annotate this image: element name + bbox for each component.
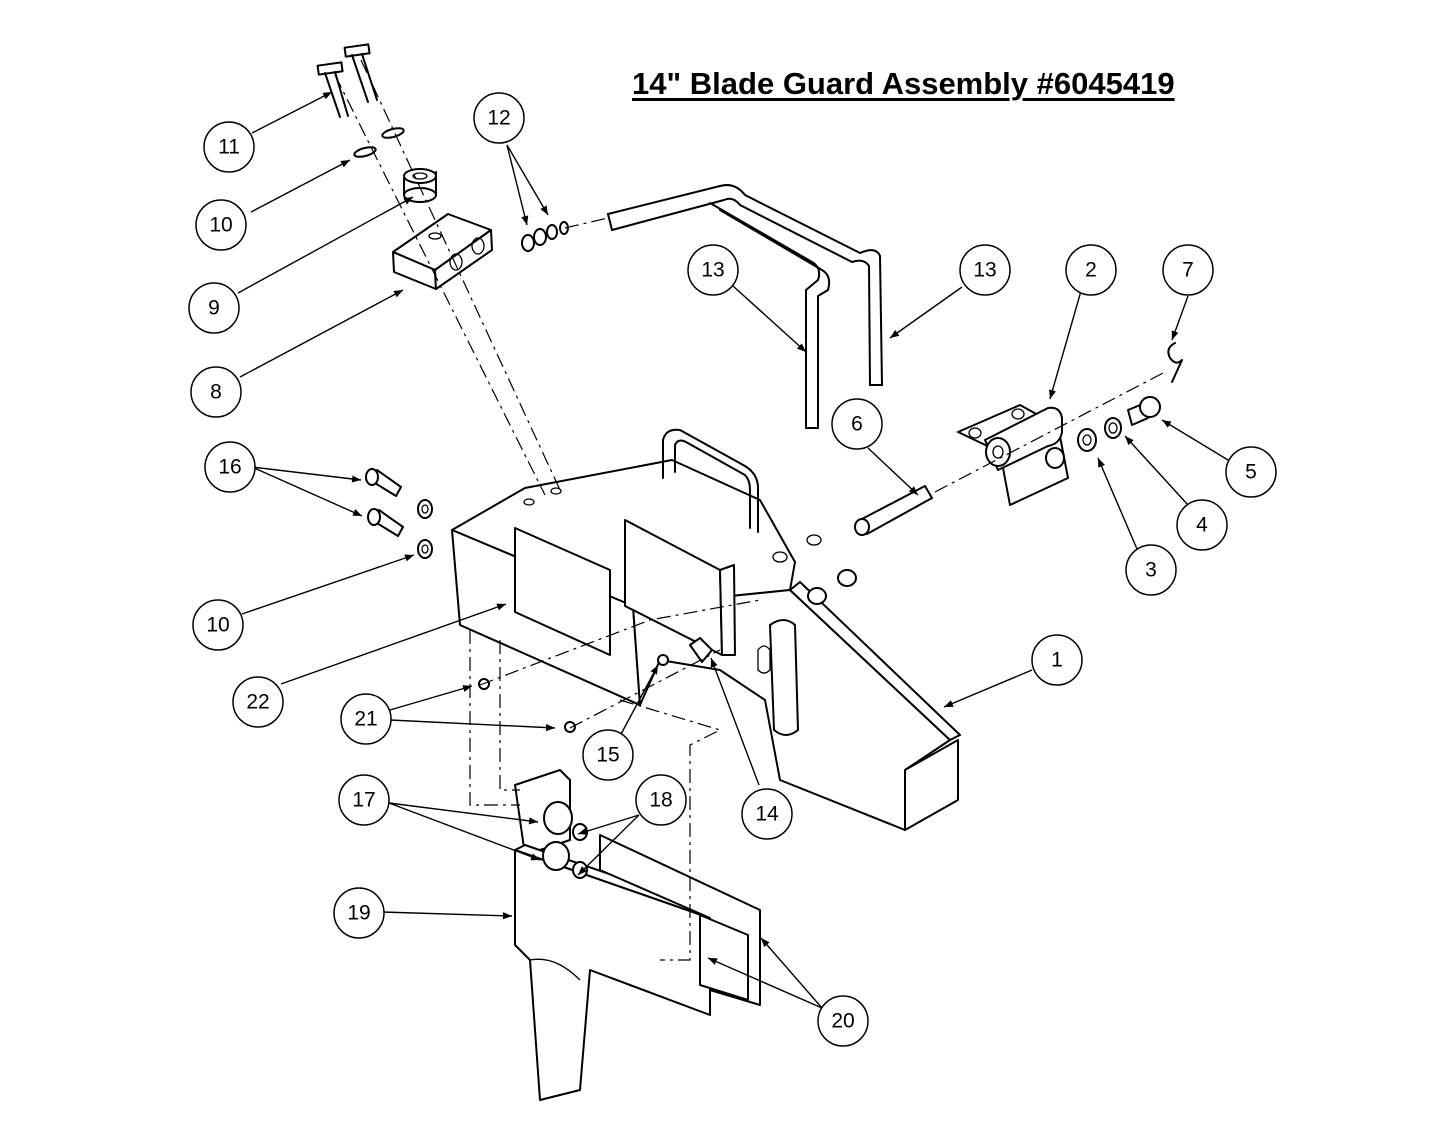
bolt-11-parts: [316, 43, 378, 118]
svg-text:5: 5: [1245, 461, 1257, 484]
svg-text:7: 7: [1182, 259, 1194, 282]
callout-2: 2: [1065, 244, 1117, 296]
callout-10-upper: 10: [195, 199, 247, 251]
svg-text:9: 9: [208, 297, 220, 320]
callout-15: 15: [582, 729, 634, 781]
svg-text:8: 8: [210, 381, 222, 404]
svg-text:10: 10: [206, 614, 229, 637]
svg-text:16: 16: [218, 456, 241, 479]
diagram-title: 14" Blade Guard Assembly #6045419: [632, 66, 1175, 101]
bolt-5: [1127, 396, 1161, 426]
callout-1: 1: [1031, 634, 1083, 686]
callout-4: 4: [1176, 499, 1228, 551]
svg-text:1: 1: [1051, 649, 1063, 672]
clip-7: [1167, 342, 1183, 383]
callout-20: 20: [817, 995, 869, 1047]
svg-text:18: 18: [649, 789, 672, 812]
callout-19: 19: [333, 887, 385, 939]
washers-3-4: [1077, 417, 1122, 452]
svg-text:3: 3: [1145, 559, 1157, 582]
flap-holder-19: [514, 769, 721, 1101]
svg-text:12: 12: [487, 107, 510, 130]
callout-16: 16: [204, 441, 256, 493]
callout-13-left: 13: [687, 244, 739, 296]
svg-text:19: 19: [347, 902, 370, 925]
svg-text:22: 22: [246, 691, 269, 714]
callout-3: 3: [1125, 544, 1177, 596]
pin-6: [854, 485, 933, 536]
svg-text:21: 21: [354, 708, 377, 731]
nuts-12: [521, 221, 569, 252]
svg-text:17: 17: [352, 789, 375, 812]
callout-8: 8: [190, 366, 242, 418]
callout-10-lower: 10: [192, 599, 244, 651]
svg-text:13: 13: [701, 259, 724, 282]
knob-9: [403, 168, 437, 203]
callout-11: 11: [203, 121, 255, 173]
callout-22: 22: [232, 676, 284, 728]
washer-10-upper: [353, 127, 405, 158]
callout-7: 7: [1162, 244, 1214, 296]
svg-text:10: 10: [209, 214, 232, 237]
svg-text:13: 13: [973, 259, 996, 282]
callout-9: 9: [188, 282, 240, 334]
svg-text:15: 15: [596, 744, 619, 767]
callout-18: 18: [635, 774, 687, 826]
callout-12: 12: [473, 92, 525, 144]
callout-14: 14: [741, 788, 793, 840]
svg-text:11: 11: [218, 136, 240, 159]
bolts-16: [365, 468, 433, 559]
handle-rod-13: [607, 184, 883, 429]
guard-body-1: [451, 428, 961, 831]
svg-text:2: 2: [1085, 259, 1097, 282]
svg-text:4: 4: [1196, 514, 1208, 537]
callout-5: 5: [1225, 446, 1277, 498]
svg-text:20: 20: [831, 1010, 854, 1033]
callout-17: 17: [338, 774, 390, 826]
callout-13-right: 13: [959, 244, 1011, 296]
callout-6: 6: [831, 398, 883, 450]
svg-text:6: 6: [851, 413, 863, 436]
svg-text:14: 14: [755, 803, 779, 826]
block-8: [392, 213, 493, 290]
leader-lines: [237, 91, 1229, 1009]
hinge-bracket-2: [957, 404, 1069, 506]
callout-21: 21: [340, 693, 392, 745]
